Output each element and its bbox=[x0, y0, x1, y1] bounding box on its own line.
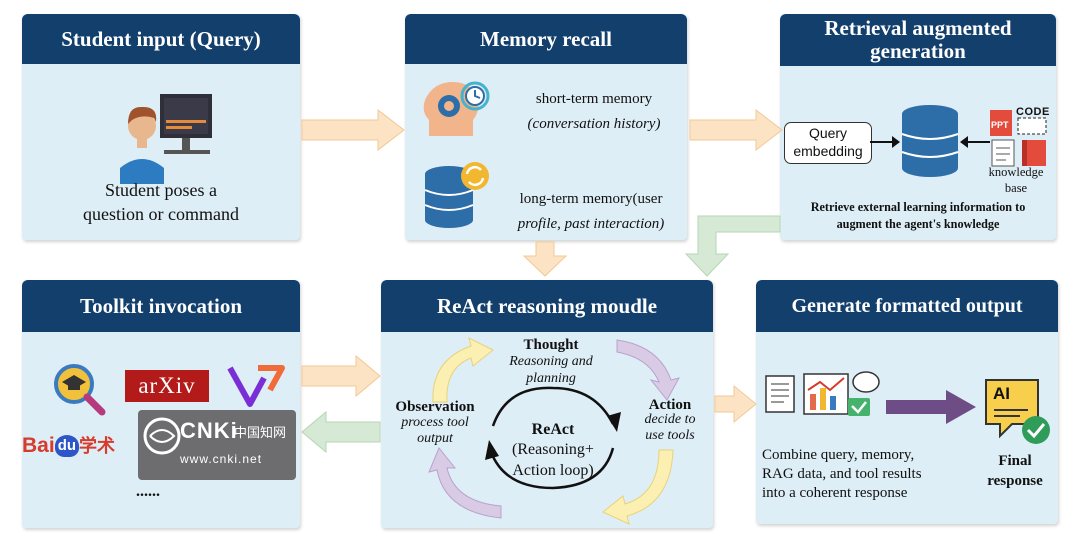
toolkit-ellipsis: ...... bbox=[136, 483, 160, 500]
vector-database-icon bbox=[901, 105, 959, 177]
output-desc-line1: Combine query, memory, bbox=[762, 447, 915, 463]
ai-label: AI bbox=[993, 384, 1010, 403]
center-loop-bottom bbox=[489, 447, 615, 490]
final-response-line2: response bbox=[987, 473, 1043, 489]
query-embedding-box: Query embedding bbox=[784, 122, 872, 164]
baidu-bai: Bai bbox=[22, 434, 55, 457]
loop-arrow-bottom-obs bbox=[428, 447, 502, 519]
embedding-to-db-arrow bbox=[870, 136, 900, 148]
student-desc-line2: question or command bbox=[83, 204, 239, 224]
rag-panel: Retrieval augmented generation Query emb… bbox=[780, 14, 1056, 240]
arrow-rag-to-react bbox=[684, 215, 781, 277]
rag-title-line2: generation bbox=[870, 39, 966, 63]
student-input-panel: Student input (Query) Student poses a qu… bbox=[22, 14, 300, 240]
arrow-react-to-output bbox=[714, 384, 757, 424]
arrow-toolkit-to-react bbox=[301, 354, 381, 398]
react-center-title: ReAct bbox=[531, 421, 575, 438]
final-response-line1: Final bbox=[998, 453, 1032, 469]
loop-arrow-action-bottom bbox=[602, 449, 674, 525]
output-title: Generate formatted output bbox=[756, 280, 1058, 332]
arxiv-logo: arXiv bbox=[125, 370, 209, 402]
database-sync-icon bbox=[424, 162, 489, 228]
baidu-paw: du bbox=[54, 435, 80, 457]
observation-line1: process tool bbox=[401, 415, 469, 430]
react-center-line1: (Reasoning+ bbox=[512, 441, 594, 458]
student-computer-icon bbox=[120, 94, 212, 184]
arrow-memory-to-rag bbox=[689, 108, 783, 152]
cnki-main-text: CNKi bbox=[180, 418, 238, 443]
observation-line2: output bbox=[417, 431, 453, 446]
knowledge-base-line1: knowledge bbox=[988, 165, 1044, 179]
brain-gear-icon bbox=[423, 81, 490, 136]
kb-to-db-arrow bbox=[960, 136, 990, 148]
arrow-memory-to-react bbox=[522, 241, 568, 277]
react-center-line2: Action loop) bbox=[512, 462, 594, 479]
react-title: ReAct reasoning moudle bbox=[381, 280, 713, 332]
center-loop-top bbox=[491, 386, 615, 427]
observation-title: Observation bbox=[395, 399, 475, 415]
loop-arrow-obs-thought bbox=[432, 337, 494, 403]
query-embedding-line1: Query bbox=[808, 125, 848, 141]
knowledge-base-line2: base bbox=[1004, 181, 1028, 195]
memory-recall-title: Memory recall bbox=[405, 14, 687, 64]
query-embedding-line2: embedding bbox=[793, 142, 863, 159]
center-loop-bottom-head bbox=[485, 440, 499, 460]
toolkit-title: Toolkit invocation bbox=[22, 280, 300, 332]
cnki-cn-text: 中国知网 bbox=[234, 425, 287, 440]
rag-title: Retrieval augmented generation bbox=[780, 14, 1056, 66]
memory-recall-panel: Memory recall short-term memory (convers… bbox=[405, 14, 687, 240]
short-term-memory-line1: short-term memory bbox=[535, 91, 653, 107]
loop-arrow-thought-action bbox=[616, 339, 680, 401]
arrow-react-to-toolkit bbox=[301, 410, 381, 454]
arxiv-label: arXiv bbox=[138, 373, 196, 398]
react-panel: ReAct reasoning moudle Thought Reasoning… bbox=[381, 280, 713, 528]
baidu-xueshu: 学术 bbox=[79, 436, 116, 456]
short-term-memory-line2: (conversation history) bbox=[527, 116, 661, 132]
thought-line1: Reasoning and bbox=[509, 354, 593, 369]
output-panel: Generate formatted output AI Combine que… bbox=[756, 280, 1058, 524]
react-loop-graphic bbox=[428, 337, 680, 525]
cnki-globe-icon bbox=[143, 417, 181, 455]
thought-title: Thought bbox=[523, 337, 579, 353]
thought-line2: planning bbox=[526, 371, 576, 386]
scholar-search-icon bbox=[54, 364, 106, 416]
knowledge-files-icon bbox=[990, 110, 1047, 167]
student-desc-line1: Student poses a bbox=[105, 180, 217, 200]
rag-desc-line2: augment the agent's knowledge bbox=[836, 217, 1000, 231]
v7-logo-icon bbox=[227, 365, 285, 407]
rag-title-line1: Retrieval augmented bbox=[824, 15, 1012, 40]
code-label: CODE bbox=[1016, 106, 1050, 118]
ai-response-icon bbox=[985, 379, 1050, 444]
arrow-student-to-memory bbox=[301, 108, 405, 152]
rag-desc-line1: Retrieve external learning information t… bbox=[810, 200, 1026, 214]
action-line1: decide to bbox=[644, 412, 696, 427]
action-line2: use tools bbox=[645, 428, 695, 443]
action-title: Action bbox=[648, 397, 692, 413]
center-loop-top-head bbox=[607, 412, 621, 432]
cnki-url-text: www.cnki.net bbox=[180, 452, 263, 466]
long-term-memory-line1: long-term memory(user bbox=[519, 191, 663, 207]
output-desc-line3: into a coherent response bbox=[762, 485, 908, 501]
cnki-logo: CNKi 中国知网 www.cnki.net bbox=[138, 410, 296, 480]
output-desc-line2: RAG data, and tool results bbox=[762, 466, 922, 482]
ppt-label: PPT bbox=[991, 120, 1009, 130]
output-arrow bbox=[886, 390, 976, 424]
student-input-title: Student input (Query) bbox=[22, 14, 300, 64]
output-sources-icon bbox=[765, 371, 880, 416]
long-term-memory-line2: profile, past interaction) bbox=[517, 216, 665, 232]
